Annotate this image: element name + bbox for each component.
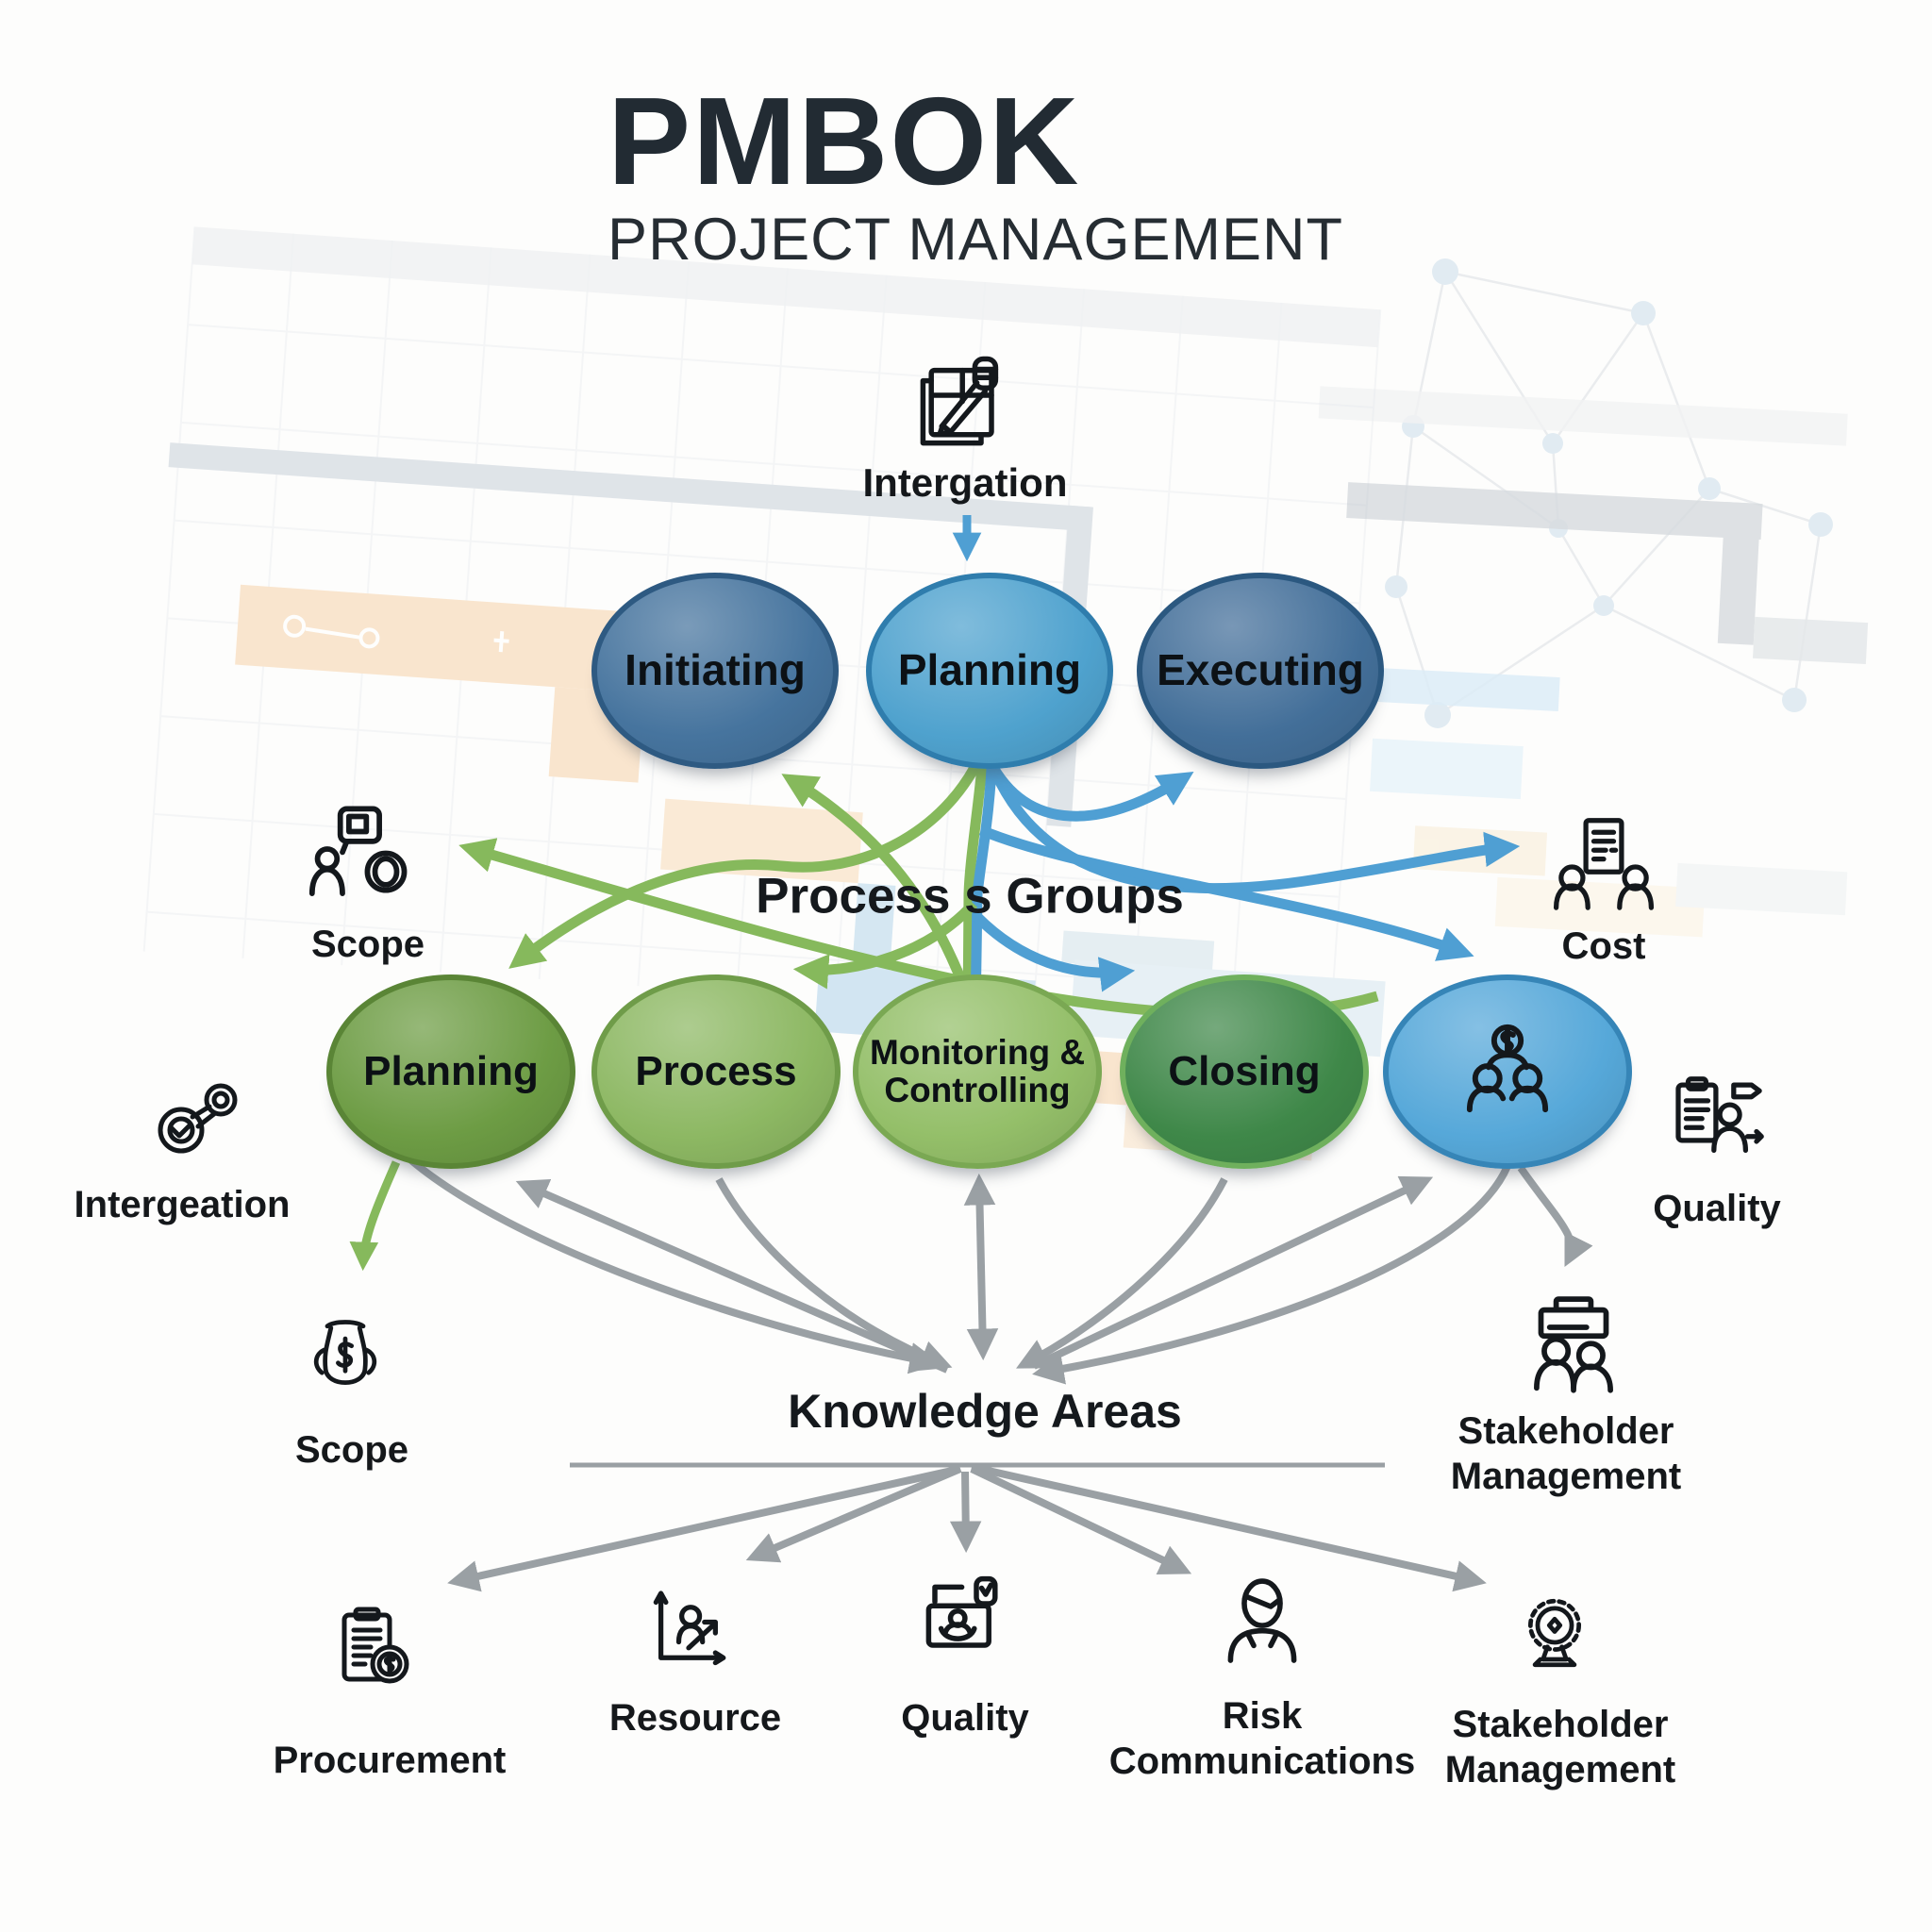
gray-knowledge-to-team xyxy=(1032,1175,1434,1370)
ellipse-label: Planning xyxy=(897,645,1082,695)
ellipse-label: Process xyxy=(635,1048,797,1095)
arrow-to-team-ellipse xyxy=(978,824,1474,961)
intergation-top-label: Intergation xyxy=(862,459,1068,505)
process-groups-label: Process s Groups xyxy=(756,868,1184,924)
gray-team-to-stakeholder-right xyxy=(1517,1165,1593,1268)
clipboard-coin-icon xyxy=(327,1594,422,1712)
blueprint-pencil-icon xyxy=(908,354,1012,458)
arrow-center-to-process xyxy=(792,900,978,990)
ellipse-label: Initiating xyxy=(625,645,806,695)
fan-to-resource xyxy=(745,1465,962,1563)
page-title: PMBOK xyxy=(608,72,1081,210)
masked-person-icon xyxy=(1206,1572,1319,1677)
process-ellipse-initiating: Initiating xyxy=(591,573,839,769)
fan-to-risk xyxy=(970,1465,1192,1575)
page-subtitle: PROJECT MANAGEMENT xyxy=(608,207,1343,273)
process-ellipse-monitoring: Monitoring & Controlling xyxy=(853,974,1102,1169)
arrow-planning-to-planning2 xyxy=(508,745,990,969)
gray-planning2-to-knowledge xyxy=(408,1157,941,1374)
risk-communications-label: Risk Communications xyxy=(1108,1695,1416,1782)
clipboard-person-icon xyxy=(1657,1074,1779,1173)
gray-monitoring-knowledge-vertical xyxy=(963,1173,999,1361)
process-ellipse-executing: Executing xyxy=(1137,573,1384,769)
process-ellipse-planning: Planning xyxy=(866,573,1113,769)
green-center-line xyxy=(962,747,990,1018)
scope-left-label: Scope xyxy=(310,924,425,965)
process-ellipse-closing: Closing xyxy=(1120,974,1369,1169)
arrow-to-cost xyxy=(985,758,1521,893)
ellipse-label: Planning xyxy=(363,1048,539,1095)
rosette-award-icon xyxy=(1510,1590,1600,1693)
team-dollar-icon xyxy=(1452,1016,1563,1127)
person-chat-icon xyxy=(293,803,435,911)
intergeation-left-label: Intergeation xyxy=(74,1184,291,1225)
gray-closing-to-knowledge xyxy=(1016,1177,1228,1369)
arrow-planning2-to-scope-bag xyxy=(349,1160,401,1272)
ellipse-label: Monitoring & Controlling xyxy=(869,1033,1086,1109)
growth-chart-person-icon xyxy=(637,1583,741,1682)
stakeholder-right-label: Stakeholder Management xyxy=(1450,1410,1682,1497)
podium-people-icon xyxy=(1506,1295,1642,1404)
arrow-to-closing xyxy=(974,913,1136,992)
process-ellipse-planning2: Planning xyxy=(326,974,575,1169)
fan-to-quality xyxy=(949,1471,982,1554)
arrow-monitoring-to-initiating xyxy=(781,774,974,1000)
gray-team-to-knowledge xyxy=(1032,1164,1511,1385)
knowledge-areas-label: Knowledge Areas xyxy=(788,1385,1182,1438)
quality-bottom-label: Quality xyxy=(901,1697,1029,1739)
procurement-label: Procurement xyxy=(273,1740,507,1781)
process-ellipse-team xyxy=(1383,974,1632,1169)
ellipse-label: Closing xyxy=(1168,1048,1321,1095)
linked-rings-icon xyxy=(137,1075,259,1170)
fan-to-procurement xyxy=(447,1465,961,1592)
fan-to-stakeholder-bottom xyxy=(971,1463,1487,1592)
stakeholder-bottom-label: Stakeholder Management xyxy=(1444,1704,1676,1790)
resource-label: Resource xyxy=(608,1697,782,1739)
process-ellipse-process: Process xyxy=(591,974,841,1169)
quality-right-label: Quality xyxy=(1653,1188,1781,1229)
gray-knowledge-to-planning2 xyxy=(515,1179,949,1374)
cost-right-label: Cost xyxy=(1561,925,1646,967)
laptop-person-icon xyxy=(912,1573,1021,1676)
scope-bag-left-label: Scope xyxy=(294,1429,409,1471)
gray-process-to-knowledge xyxy=(715,1177,953,1372)
people-document-icon xyxy=(1528,817,1679,916)
money-vase-icon xyxy=(301,1307,391,1410)
ellipse-label: Executing xyxy=(1157,645,1364,695)
